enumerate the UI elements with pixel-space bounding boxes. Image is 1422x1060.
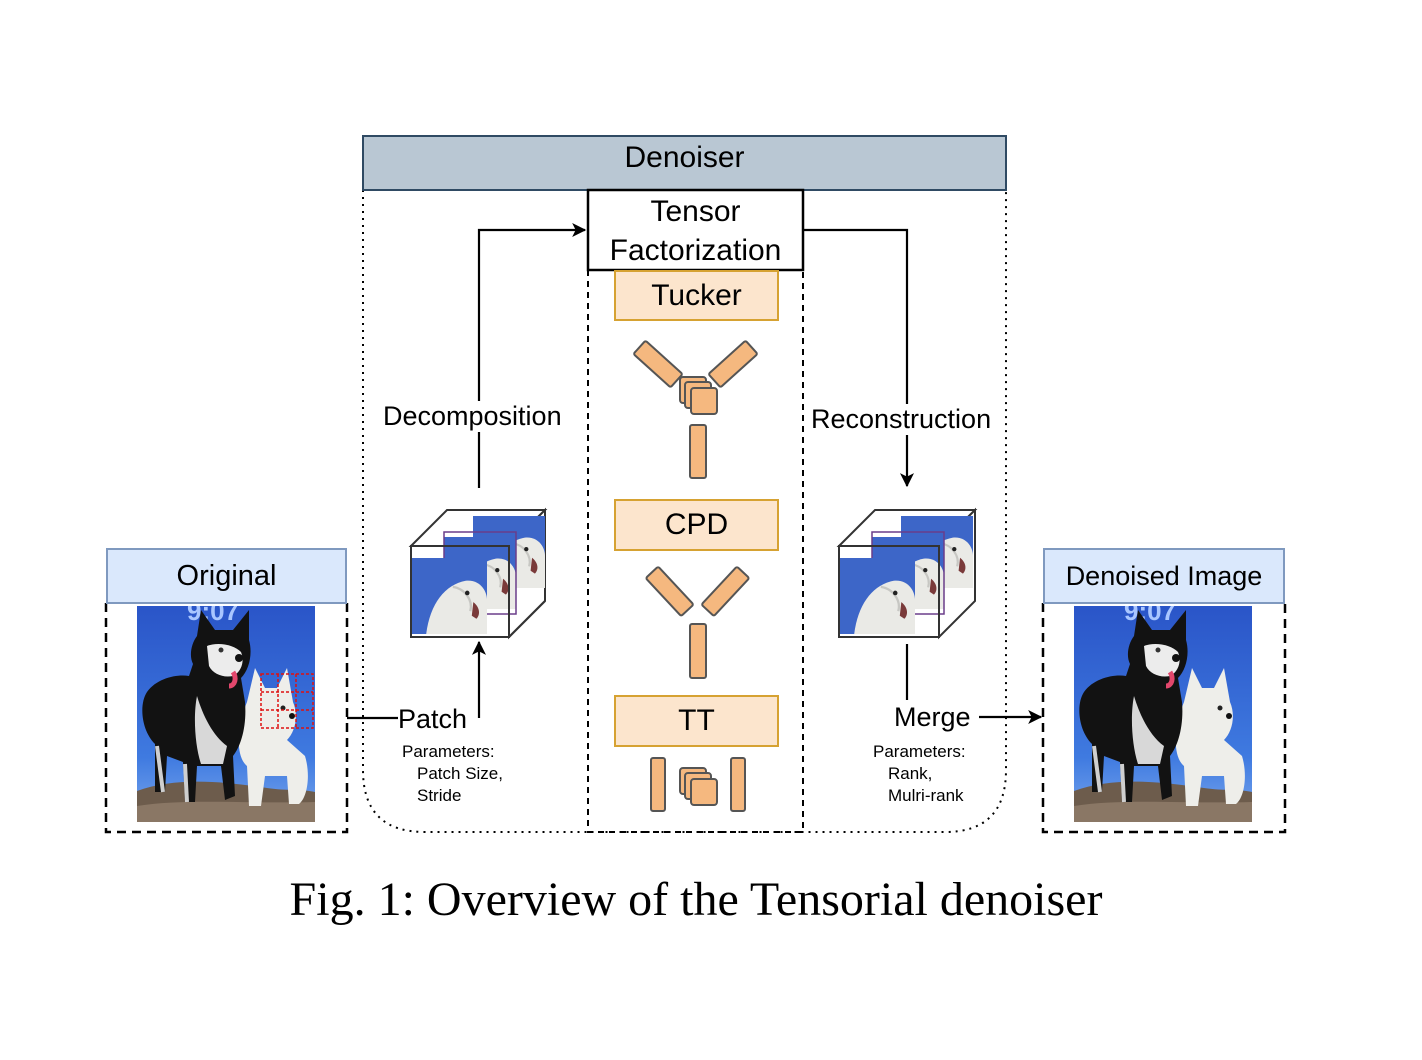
merge-label: Merge	[894, 702, 971, 732]
denoised-title: Denoised Image	[1065, 560, 1263, 591]
reconstruction-label: Reconstruction	[811, 404, 992, 435]
factorization-column	[587, 270, 804, 833]
cpd-box: CPD	[614, 499, 779, 551]
cpd-label: CPD	[664, 508, 729, 541]
tt-label: TT	[678, 704, 715, 737]
denoised-header: Denoised Image	[1043, 548, 1285, 604]
merge-parameters: Parameters: Rank, Mulri-rank	[873, 741, 966, 807]
patch-tensor-cube-right	[836, 507, 978, 640]
denoiser-header-bar	[362, 135, 1007, 191]
cpd-diagram	[645, 566, 750, 679]
merge-params-line2: Mulri-rank	[888, 786, 964, 805]
tensor-factorization-box	[586, 188, 805, 272]
reconstruction-arrow	[803, 228, 914, 488]
tensor-factorization-line2: Factorization	[609, 234, 782, 267]
tensor-factorization-line1: Tensor	[650, 195, 741, 228]
original-photo	[137, 596, 315, 822]
denoised-frame	[1041, 603, 1287, 834]
patch-params-title: Parameters:	[402, 742, 495, 761]
figure-caption: Fig. 1: Overview of the Tensorial denois…	[289, 873, 1103, 926]
patch-grid-overlay	[260, 673, 314, 729]
decomposition-label: Decomposition	[383, 401, 562, 432]
patch-label: Patch	[398, 704, 468, 734]
merge-params-line1: Rank,	[888, 764, 933, 783]
tucker-box: Tucker	[614, 270, 779, 321]
merge-params-title: Parameters:	[873, 742, 966, 761]
patch-tensor-cube-left	[408, 507, 548, 640]
tensor-factorization-label: Tensor Factorization	[588, 192, 803, 270]
tucker-diagram	[633, 340, 758, 479]
original-frame	[104, 603, 349, 834]
original-header: Original	[106, 548, 347, 604]
denoised-photo	[1074, 596, 1252, 822]
decomposition-arrow	[477, 223, 587, 488]
original-title: Original	[176, 559, 277, 592]
tucker-label: Tucker	[651, 278, 742, 312]
patch-params-line1: Patch Size,	[417, 764, 503, 783]
patch-params-line2: Stride	[417, 786, 462, 805]
tt-diagram	[650, 757, 746, 812]
tt-box: TT	[614, 695, 779, 747]
patch-parameters: Parameters: Patch Size, Stride	[402, 741, 503, 807]
denoiser-title: Denoiser	[624, 141, 745, 174]
